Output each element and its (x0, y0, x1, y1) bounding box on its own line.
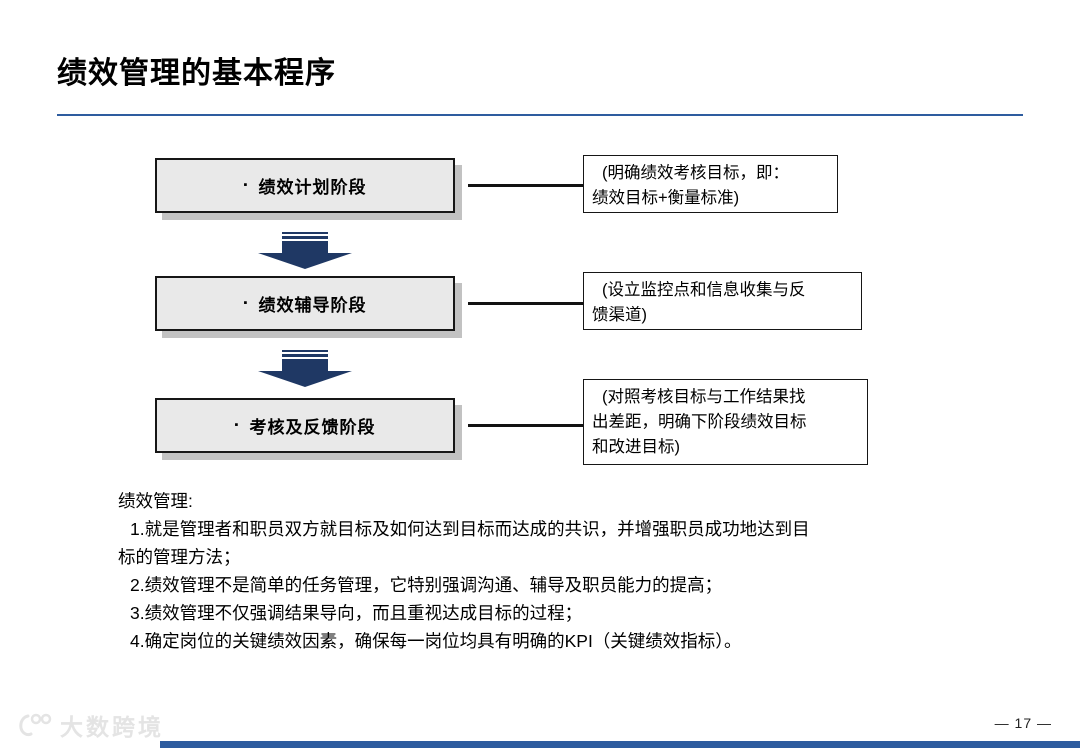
bullet-square-icon: ▪ (234, 419, 240, 431)
brand-100-icon (19, 713, 52, 737)
bullet-square-icon: ▪ (243, 179, 249, 191)
connector-line-2 (468, 302, 583, 305)
stage-box-review-feedback: ▪ 考核及反馈阶段 (155, 398, 455, 453)
note-box-review-feedback: (对照考核目标与工作结果找 出差距，明确下阶段绩效目标 和改进目标) (583, 379, 868, 465)
arrow-stripe (282, 350, 328, 352)
arrow-body (282, 359, 328, 371)
summary-block: 绩效管理: 1.就是管理者和职员双方就目标及如何达到目标而达成的共识，并增强职员… (118, 487, 978, 655)
note-line: 和改进目标) (592, 438, 680, 456)
arrow-stripe (282, 232, 328, 234)
stage-box-planning: ▪ 绩效计划阶段 (155, 158, 455, 213)
title-underline (57, 114, 1023, 116)
arrow-body (282, 241, 328, 253)
summary-line: 3.绩效管理不仅强调结果导向，而且重视达成目标的过程； (130, 603, 583, 623)
page-title: 绩效管理的基本程序 (57, 57, 336, 90)
note-box-planning: (明确绩效考核目标，即： 绩效目标+衡量标准) (583, 155, 838, 213)
note-line: 绩效目标+衡量标准) (592, 189, 740, 207)
arrow-stripe (282, 236, 328, 239)
bullet-square-icon: ▪ (243, 297, 249, 309)
stage-label-coaching: 绩效辅导阶段 (258, 296, 367, 315)
arrow-head (258, 253, 352, 269)
summary-heading: 绩效管理: (118, 491, 193, 511)
stage-label-review-feedback: 考核及反馈阶段 (249, 418, 376, 437)
note-line: 馈渠道) (592, 306, 647, 324)
arrow-stripe (282, 354, 328, 357)
down-arrow-icon (258, 350, 352, 387)
stage-label-planning: 绩效计划阶段 (258, 178, 367, 197)
watermark-logo: 大数跨境 (18, 708, 164, 742)
summary-line: 1.就是管理者和职员双方就目标及如何达到目标而达成的共识，并增强职员成功地达到目 (130, 519, 810, 539)
page-number: — 17 — (994, 715, 1052, 731)
summary-line: 4.确定岗位的关键绩效因素，确保每一岗位均具有明确的KPI（关键绩效指标）。 (130, 631, 742, 651)
bottom-accent-bar (160, 741, 1080, 748)
note-box-coaching: (设立监控点和信息收集与反 馈渠道) (583, 272, 862, 330)
note-line: (明确绩效考核目标，即： (602, 164, 789, 182)
watermark-text: 大数跨境 (60, 714, 164, 740)
arrow-head (258, 371, 352, 387)
connector-line-3 (468, 424, 583, 427)
note-line: 出差距，明确下阶段绩效目标 (592, 413, 807, 431)
summary-line: 标的管理方法； (118, 547, 241, 567)
note-line: (设立监控点和信息收集与反 (602, 281, 806, 299)
stage-box-coaching: ▪ 绩效辅导阶段 (155, 276, 455, 331)
summary-line: 2.绩效管理不是简单的任务管理，它特别强调沟通、辅导及职员能力的提高； (130, 575, 723, 595)
connector-line-1 (468, 184, 583, 187)
note-line: (对照考核目标与工作结果找 (602, 388, 806, 406)
down-arrow-icon (258, 232, 352, 269)
